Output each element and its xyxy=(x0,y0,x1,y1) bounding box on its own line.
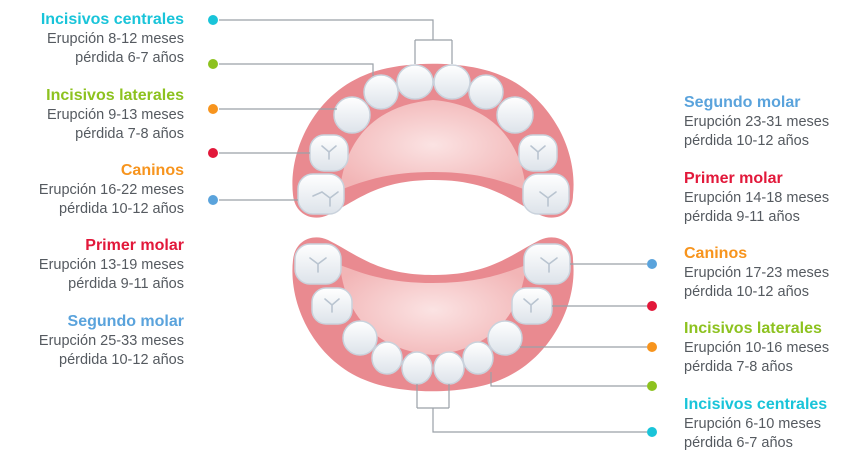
lower-central-incisor-left-tooth xyxy=(402,352,432,384)
dot-orange xyxy=(208,104,218,114)
upper-canine-left-tooth xyxy=(334,97,370,133)
dot-blue xyxy=(647,259,657,269)
leader-incisivos-centrales-upper xyxy=(219,20,452,64)
leader-incisivos-centrales-lower xyxy=(417,384,647,432)
dot-green xyxy=(647,381,657,391)
upper-lateral-incisor-left-tooth xyxy=(364,75,398,109)
dot-red xyxy=(208,148,218,158)
leader-incisivos-laterales-lower xyxy=(491,372,647,386)
lower-second-molar-right-tooth xyxy=(524,244,570,284)
lower-canine-left-tooth xyxy=(343,321,377,355)
upper-central-incisor-left-tooth xyxy=(397,65,433,99)
leader-incisivos-laterales-upper xyxy=(219,64,373,76)
dot-blue xyxy=(208,195,218,205)
upper-central-incisor-right-tooth xyxy=(434,65,470,99)
lower-connector-dots xyxy=(647,259,657,437)
upper-connector-dots xyxy=(208,15,218,205)
dot-cyan xyxy=(208,15,218,25)
dot-orange xyxy=(647,342,657,352)
lower-first-molar-right-tooth xyxy=(512,288,552,324)
dot-red xyxy=(647,301,657,311)
lower-lateral-incisor-right-tooth xyxy=(463,342,493,374)
dot-green xyxy=(208,59,218,69)
upper-canine-right-tooth xyxy=(497,97,533,133)
lower-canine-right-tooth xyxy=(488,321,522,355)
upper-second-molar-left-tooth xyxy=(298,174,344,214)
dot-cyan xyxy=(647,427,657,437)
upper-second-molar-right-tooth xyxy=(523,174,569,214)
upper-lateral-incisor-right-tooth xyxy=(469,75,503,109)
lower-central-incisor-right-tooth xyxy=(434,352,464,384)
lower-lateral-incisor-left-tooth xyxy=(372,342,402,374)
